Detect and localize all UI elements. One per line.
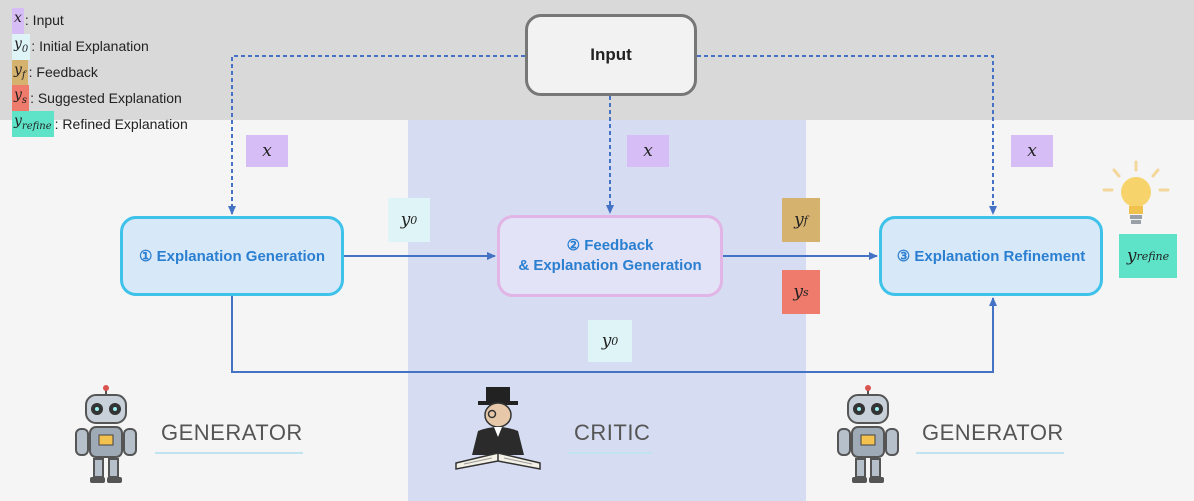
legend-symbol-ys: ys [12,85,30,112]
generator-label-right: GENERATOR [922,420,1064,445]
feedback-node-label-1: ② Feedback [566,237,654,254]
legend-symbol-x: x [12,8,24,34]
generation-to-refinement-arrow [231,296,997,373]
explanation-refinement-node: ③ Explanation Refinement [879,216,1103,296]
input-node-label: Input [590,45,632,64]
critic-band [408,120,806,501]
legend-item-initial: y0: Initial Explanation [12,33,188,60]
critic-underline [568,452,652,454]
legend-label: : Suggested Explanation [30,89,182,106]
x-chip-refinement: x [1011,135,1053,167]
legend-item-input: x: Input [12,8,188,34]
legend-label: : Input [24,12,64,29]
generator-underline-right [916,452,1064,454]
input-to-refinement-arrow [697,55,997,215]
legend-symbol-yf: yf [12,59,28,86]
legend-symbol-yrefine: yrefine [12,111,54,137]
legend: x: Input y0: Initial Explanation yf: Fee… [12,8,188,137]
lightbulb-icon [1102,160,1170,224]
legend-label: : Initial Explanation [31,38,149,55]
legend-symbol-y0: y0 [12,33,31,60]
legend-label: : Feedback [28,63,98,80]
robot-icon [837,385,899,483]
robot-icon [75,385,137,483]
critic-label: CRITIC [574,420,651,445]
x-chip-generation: x [246,135,288,167]
generator-label-left: GENERATOR [161,420,303,445]
feedback-node-label-2: & Explanation Generation [518,257,702,274]
legend-label: : Refined Explanation [54,115,188,132]
critic-reader-icon [455,387,541,470]
refinement-node-label: ③ Explanation Refinement [896,248,1086,265]
explanation-generation-node: ① Explanation Generation [120,216,344,296]
x-chip-critic: x [627,135,669,167]
legend-item-refined: yrefine: Refined Explanation [12,111,188,137]
input-node: Input [525,14,697,96]
feedback-node: ② Feedback & Explanation Generation [497,215,723,297]
legend-item-feedback: yf: Feedback [12,59,188,86]
generator-underline-left [155,452,303,454]
generation-node-label: ① Explanation Generation [139,248,325,265]
legend-item-suggested: ys: Suggested Explanation [12,85,188,112]
